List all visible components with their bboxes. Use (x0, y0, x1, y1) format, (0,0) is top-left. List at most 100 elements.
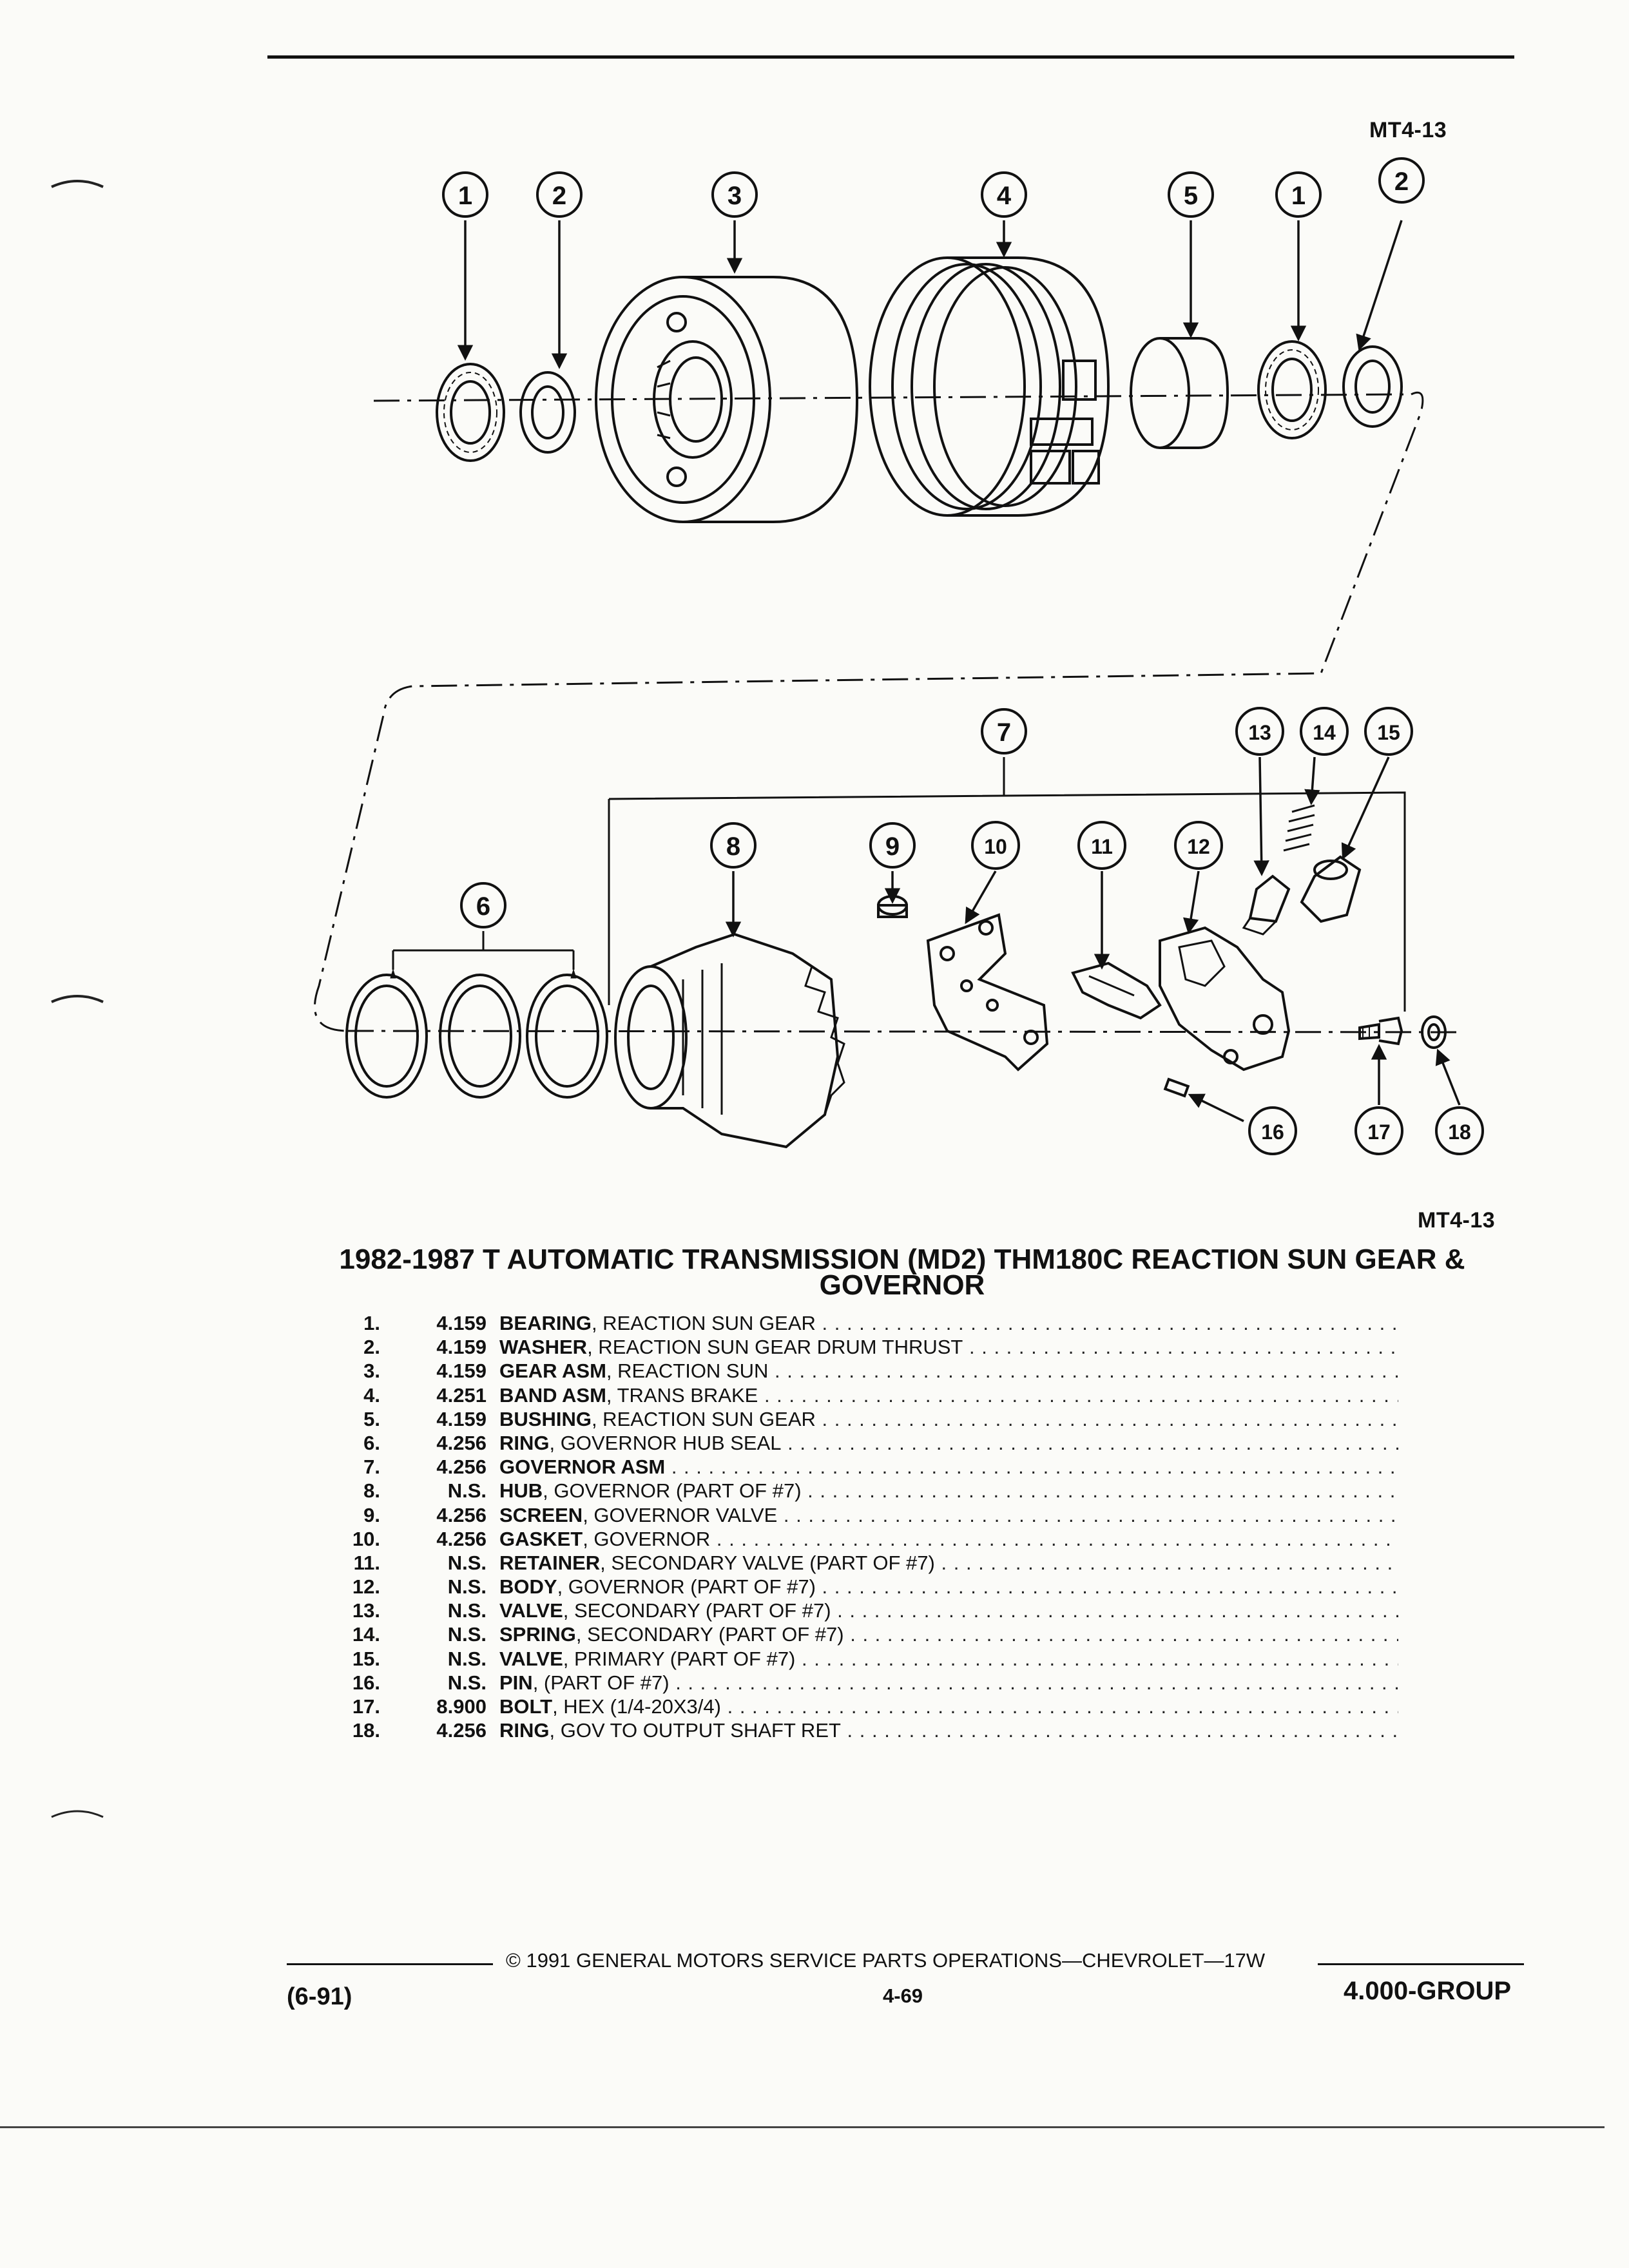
callout-10 (971, 821, 1020, 870)
part-name: PIN (499, 1671, 533, 1694)
part-row: 12.N.S.BODY, GOVERNOR (PART OF #7) (329, 1575, 1398, 1599)
callout-1 (442, 171, 488, 218)
part-number: 9. (363, 1503, 380, 1526)
callout-1-second (1275, 171, 1322, 218)
part-description: RING, GOV TO OUTPUT SHAFT RET (499, 1718, 1398, 1742)
retaining-ring-part-18 (1421, 1015, 1447, 1049)
part-detail: , SECONDARY VALVE (PART OF #7) (600, 1551, 935, 1574)
part-group-number: 4.251 (436, 1383, 487, 1407)
part-detail: , GOVERNOR (PART OF #7) (557, 1575, 816, 1599)
part-name: BUSHING (499, 1407, 592, 1430)
part-row: 14.N.S.SPRING, SECONDARY (PART OF #7) (329, 1622, 1398, 1646)
part-name: WASHER (499, 1336, 588, 1359)
callout-7 (981, 708, 1027, 754)
gear-drum-part-3 (595, 276, 859, 523)
part-row: 11.N.S.RETAINER, SECONDARY VALVE (PART O… (329, 1551, 1398, 1575)
exploded-view-diagram: 1 2 3 4 5 1 2 7 13 14 15 8 9 10 11 12 6 … (313, 157, 1484, 1155)
part-name: GEAR ASM (499, 1360, 606, 1383)
part-number: 17. (352, 1695, 380, 1718)
callout-label-10: 10 (984, 835, 1007, 858)
part-description: GEAR ASM, REACTION SUN (499, 1359, 1398, 1383)
callout-label-11: 11 (1091, 835, 1113, 858)
part-description: BUSHING, REACTION SUN GEAR (499, 1407, 1398, 1431)
part-name: BOLT (499, 1695, 553, 1718)
part-detail: , REACTION SUN (606, 1360, 769, 1383)
part-name: BAND ASM (499, 1383, 606, 1407)
callout-label-2: 2 (552, 182, 566, 210)
part-detail: , (PART OF #7) (532, 1671, 670, 1694)
callout-2 (536, 171, 583, 218)
callout-4 (981, 171, 1027, 218)
part-detail: , TRANS BRAKE (606, 1383, 758, 1407)
lower-axis-line (347, 1030, 1457, 1033)
callout-label-6: 6 (476, 892, 490, 921)
callout-6 (460, 882, 506, 928)
part-description: GASKET, GOVERNOR (499, 1527, 1398, 1551)
part-row: 13.N.S.VALVE, SECONDARY (PART OF #7) (329, 1599, 1398, 1622)
part-name: BODY (499, 1575, 557, 1599)
callout-9 (869, 822, 916, 869)
part-detail: , GOVERNOR HUB SEAL (549, 1431, 782, 1454)
footer-rule-right (1318, 1963, 1524, 1965)
part-detail: , HEX (1/4-20X3/4) (552, 1695, 721, 1718)
callout-17 (1354, 1106, 1403, 1155)
bottom-rule (0, 2126, 1605, 2128)
part-number: 8. (363, 1479, 380, 1503)
figure-code-top: MT4-13 (1369, 118, 1447, 142)
part-number: 4. (363, 1383, 380, 1407)
part-description: SCREEN, GOVERNOR VALVE (499, 1503, 1398, 1527)
part-group-number: 4.256 (436, 1503, 487, 1526)
governor-hub-part-8 (614, 932, 845, 1149)
page-title: 1982-1987 T AUTOMATIC TRANSMISSION (MD2)… (339, 1244, 1465, 1301)
part-group-number: N.S. (447, 1623, 487, 1646)
footer-rule-left (287, 1963, 493, 1965)
pin-part-16 (1163, 1077, 1190, 1098)
callout-label-2-second: 2 (1394, 168, 1409, 196)
part-group-number: N.S. (447, 1671, 487, 1694)
part-name: SPRING (499, 1623, 576, 1646)
bolt-part-17 (1358, 1016, 1403, 1046)
copyright-line: © 1991 GENERAL MOTORS SERVICE PARTS OPER… (506, 1949, 1266, 1972)
secondary-valve-part-13 (1242, 874, 1291, 936)
callout-label-3: 3 (728, 182, 742, 210)
callout-13 (1235, 707, 1284, 756)
part-description: PIN, (PART OF #7) (499, 1671, 1398, 1695)
callout-8 (710, 822, 757, 869)
callout-12 (1174, 821, 1223, 870)
part-number: 18. (352, 1719, 380, 1742)
callout-14 (1300, 707, 1349, 756)
part-name: SCREEN (499, 1503, 583, 1526)
part-group-number: N.S. (447, 1647, 487, 1670)
retainer-part-11 (1071, 961, 1162, 1020)
part-detail: , REACTION SUN GEAR DRUM THRUST (587, 1336, 963, 1359)
part-name: RING (499, 1719, 550, 1742)
part-name: HUB (499, 1479, 543, 1503)
part-number: 6. (363, 1431, 380, 1454)
part-description: RING, GOVERNOR HUB SEAL (499, 1431, 1398, 1455)
part-description: BOLT, HEX (1/4-20X3/4) (499, 1695, 1398, 1718)
page-number: 4-69 (883, 1984, 923, 2007)
part-group-number: N.S. (447, 1599, 487, 1622)
part-group-number: 4.256 (436, 1431, 487, 1454)
part-description: BODY, GOVERNOR (PART OF #7) (499, 1575, 1398, 1599)
connector-dashed-path (313, 391, 1424, 1032)
part-detail: , PRIMARY (PART OF #7) (563, 1647, 796, 1670)
part-number: 14. (352, 1623, 380, 1646)
part-name: GOVERNOR ASM (499, 1456, 666, 1479)
part-row: 8.N.S.HUB, GOVERNOR (PART OF #7) (329, 1479, 1398, 1503)
date-code: (6-91) (287, 1983, 352, 2010)
callout-label-18: 18 (1448, 1120, 1471, 1144)
callout-15 (1364, 707, 1413, 756)
callout-18 (1435, 1106, 1484, 1155)
part-row: 4. 4.251 BAND ASM, TRANS BRAKE (329, 1383, 1398, 1407)
part-detail: , REACTION SUN GEAR (591, 1407, 816, 1430)
part-group-number: 4.159 (436, 1312, 487, 1334)
callout-label-4: 4 (997, 182, 1012, 210)
governor-asm-bracket (608, 791, 1406, 1012)
callout-16 (1248, 1106, 1297, 1155)
part-row: 15.N.S.VALVE, PRIMARY (PART OF #7) (329, 1647, 1398, 1671)
